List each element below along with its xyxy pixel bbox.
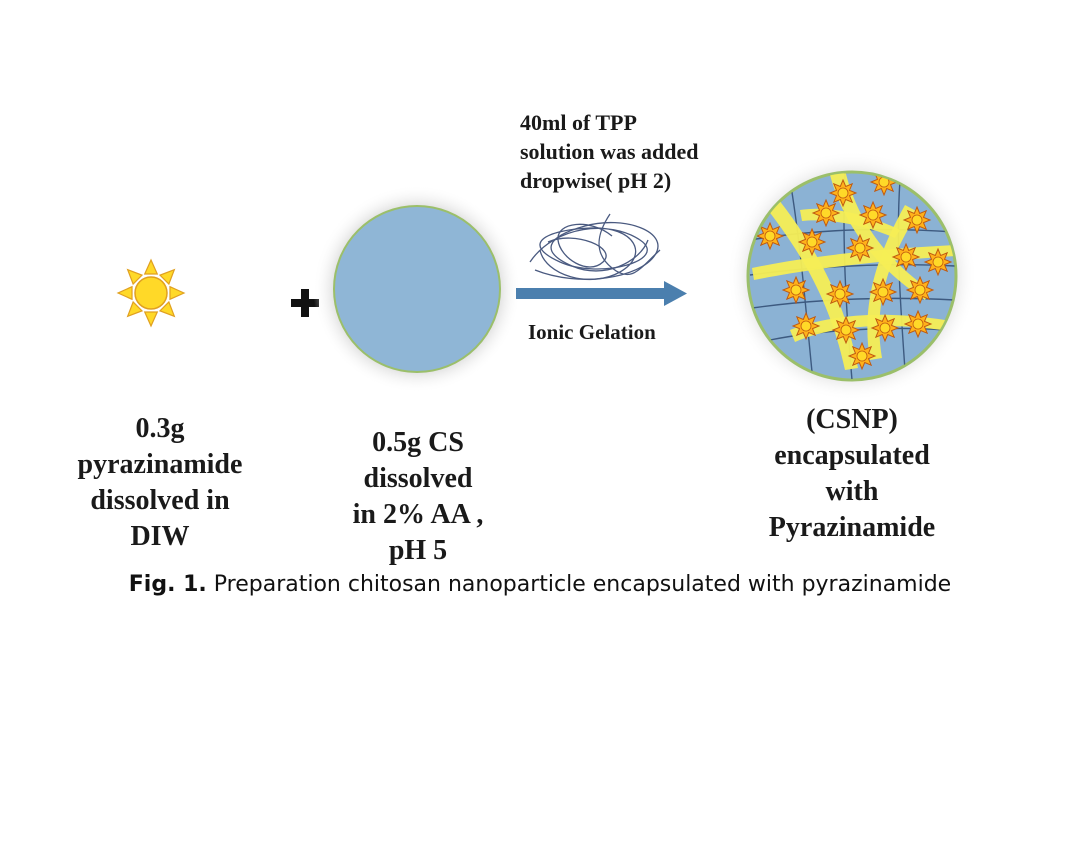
drug-label: 0.3g pyrazinamide dissolved in DIW: [60, 411, 260, 555]
sun-ray: [158, 300, 176, 318]
network-band: [830, 173, 930, 300]
reagent-line: dropwise( pH 2): [520, 168, 672, 193]
drug-star-core: [856, 350, 868, 362]
drug-label-line: 0.3g: [135, 413, 185, 444]
reagent-text: 40ml of TPP solution was added dropwise(…: [520, 108, 699, 195]
circle-icon: [313, 185, 521, 393]
arrow-label: Ionic Gelation: [528, 320, 656, 344]
plus-icon: [291, 289, 319, 317]
sun-icon: [116, 258, 186, 328]
drug-star-core: [800, 320, 812, 332]
drug-star-core: [790, 284, 802, 296]
product-label-line: encapsulated: [774, 440, 930, 471]
product-label: (CSNP) encapsulated with Pyrazinamide: [742, 402, 962, 546]
figure-caption: Fig. 1. Preparation chitosan nanoparticl…: [0, 572, 1080, 597]
drug-star-core: [837, 187, 849, 199]
chitosan-label-line: dissolved: [363, 463, 473, 494]
tangle-icon: [529, 213, 661, 281]
product-label-line: (CSNP): [806, 404, 898, 435]
drug-label-line: pyrazinamide: [77, 449, 243, 480]
sun-ray: [169, 285, 186, 301]
drug-star-core: [912, 318, 924, 330]
process-arrow: [516, 281, 687, 306]
drug-star-core: [914, 284, 926, 296]
drug-label-line: DIW: [130, 521, 190, 552]
drug-star-core: [834, 288, 846, 300]
sun-ray: [116, 285, 133, 301]
chitosan-label-line: pH 5: [388, 535, 448, 566]
sun-ray: [143, 258, 159, 275]
caption-text: Preparation chitosan nanoparticle encaps…: [206, 572, 952, 597]
drug-star-core: [911, 214, 923, 226]
drug-star-core: [877, 286, 889, 298]
sun-core: [134, 276, 168, 310]
drug-star-core: [867, 209, 879, 221]
drug-star-core: [820, 207, 832, 219]
sun-ray: [158, 268, 176, 286]
drug-star-core: [854, 242, 866, 254]
product-label-line: Pyrazinamide: [768, 512, 936, 543]
reagent-line: 40ml of TPP: [520, 110, 637, 135]
drug-star-core: [806, 236, 818, 248]
chitosan-label: 0.5g CS dissolved in 2% AA , pH 5: [318, 425, 518, 569]
drug-star-core: [900, 251, 912, 263]
chitosan-label-line: in 2% AA ,: [352, 499, 484, 530]
reagent-line: solution was added: [520, 139, 699, 164]
chitosan-label-line: 0.5g CS: [372, 427, 464, 458]
network-band: [790, 314, 945, 342]
product-label-line: with: [825, 476, 879, 507]
caption-prefix: Fig. 1.: [128, 572, 207, 597]
drug-star-core: [840, 324, 852, 336]
drug-label-line: dissolved in: [90, 485, 230, 516]
drug-star-core: [879, 322, 891, 334]
sun-ray: [126, 300, 144, 318]
network-sphere-icon: [727, 151, 977, 401]
sun-ray: [126, 268, 144, 286]
drug-star-core: [932, 256, 944, 268]
sun-ray: [143, 311, 159, 328]
drug-star-core: [764, 230, 776, 242]
